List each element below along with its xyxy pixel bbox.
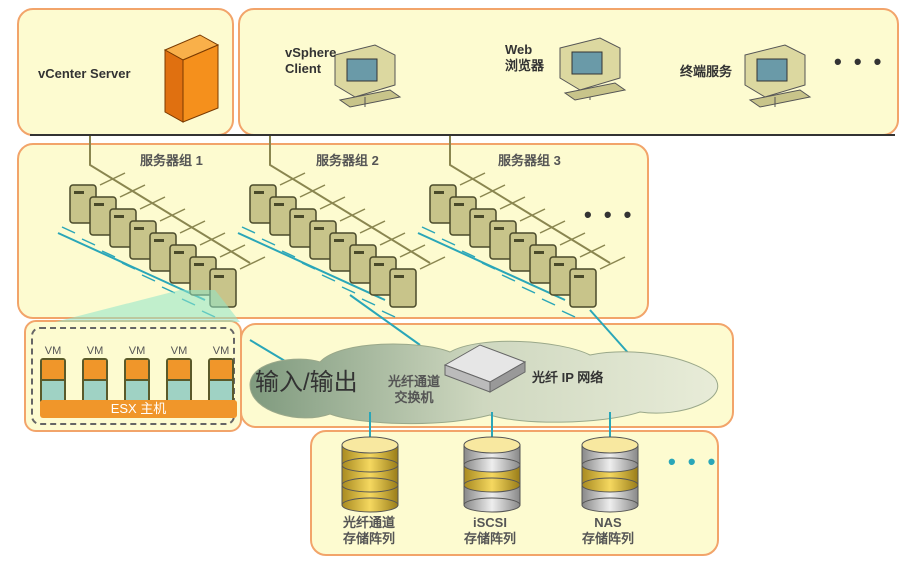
server-group-3-label: 服务器组 3 — [498, 153, 561, 168]
vm-label: VM — [44, 345, 62, 357]
client-label-web: Web 浏览器 — [505, 42, 545, 73]
virtual-machine: VM — [124, 345, 150, 404]
virtual-machine: VM — [40, 345, 66, 404]
more-storage-dots: • • • — [668, 449, 719, 474]
more-clients-dots: • • • — [834, 49, 885, 74]
virtual-machine: VM — [166, 345, 192, 404]
server-group-2-rack — [237, 136, 446, 318]
vm-label: VM — [86, 345, 104, 357]
storage-array-icon — [581, 412, 639, 513]
esx-zoom-highlight — [55, 290, 240, 322]
vm-label: VM — [170, 345, 188, 357]
fibre-channel-switch-icon — [443, 344, 527, 393]
client-label-terminal: 终端服务 — [680, 64, 733, 79]
vm-label: VM — [128, 345, 146, 357]
client-monitor-icon — [744, 44, 812, 108]
client-monitor-icon — [334, 44, 402, 108]
server-orange-icon — [163, 34, 220, 123]
ip-network-label: 光纤 IP 网络 — [532, 370, 604, 385]
storage-label-fc: 光纤通道 存储阵列 — [343, 515, 396, 546]
storage-array-icon — [341, 412, 399, 513]
client-label-vsphere: vSphere Client — [285, 45, 337, 76]
storage-label-iscsi: iSCSI 存储阵列 — [464, 515, 517, 546]
io-label: 输入/输出 — [255, 369, 358, 396]
storage-array-icon — [463, 412, 521, 513]
server-icon — [389, 268, 417, 308]
server-icon — [569, 268, 597, 308]
client-monitor-icon — [559, 37, 627, 101]
server-group-3-rack — [417, 136, 626, 318]
server-group-1-label: 服务器组 1 — [140, 153, 203, 168]
server-group-2-label: 服务器组 2 — [316, 153, 379, 168]
vm-label: VM — [212, 345, 230, 357]
more-groups-dots: • • • — [584, 202, 635, 227]
vcenter-server-label: vCenter Server — [38, 66, 131, 81]
esx-host-label: ESX 主机 — [40, 400, 237, 418]
virtual-machine: VM — [82, 345, 108, 404]
storage-label-nas: NAS 存储阵列 — [582, 515, 635, 546]
virtual-machine: VM — [208, 345, 234, 404]
switch-label: 光纤通道 交换机 — [388, 374, 441, 405]
